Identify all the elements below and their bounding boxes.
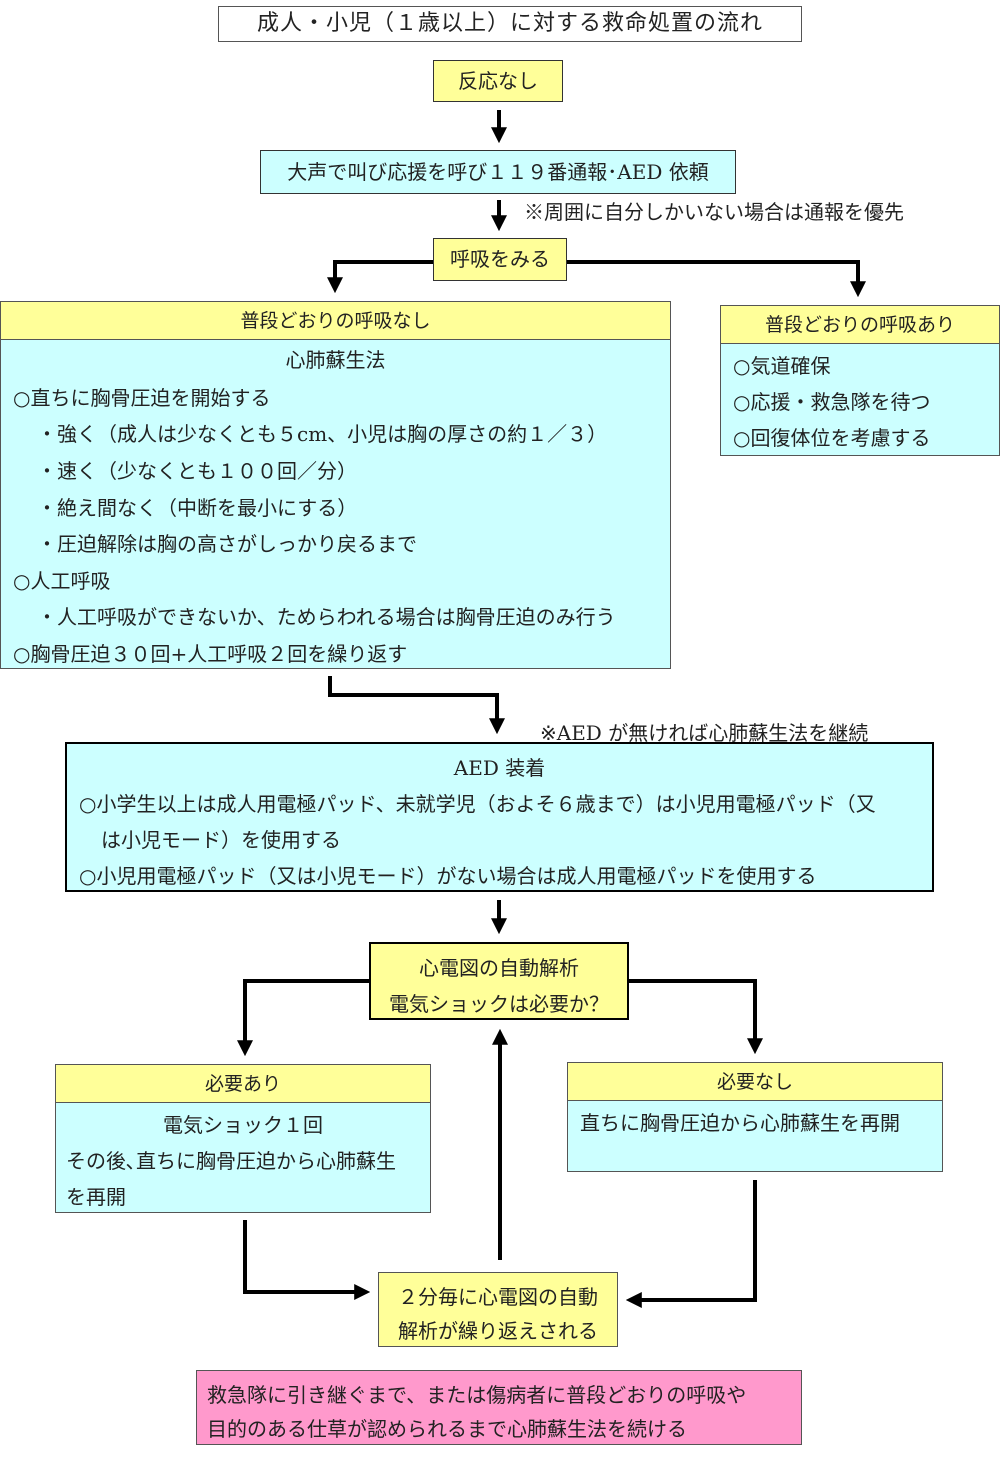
no-normal-breathing-box: 普段どおりの呼吸なし 心肺蘇生法 ○直ちに胸骨圧迫を開始する ・強く（成人は少な…	[0, 301, 671, 669]
cpr-line: ・人工呼吸ができないか、ためらわれる場合は胸骨圧迫のみ行う	[37, 605, 616, 629]
analysis-line: 電気ショックは必要か？	[389, 992, 609, 1016]
arrow-analysis-to-shock	[237, 979, 369, 1057]
aed-line: は小児モード）を使用する	[101, 828, 341, 852]
call-help-box: 大声で叫び応援を呼び１１９番通報･AED 依頼	[260, 150, 736, 194]
arrow-check-to-breathing	[567, 260, 866, 298]
shock-needed-line: を再開	[66, 1185, 126, 1209]
repeat-line: ２分毎に心電図の自動	[398, 1285, 598, 1309]
no-normal-breathing-header: 普段どおりの呼吸なし	[1, 302, 670, 340]
continue-line: 目的のある仕草が認められるまで心肺蘇生法を続ける	[207, 1417, 687, 1441]
shock-needed-box: 必要あり 電気ショック１回 その後､直ちに胸骨圧迫から心肺蘇生 を再開	[55, 1064, 431, 1213]
cpr-subtitle: 心肺蘇生法	[285, 348, 386, 372]
arrow-analysis-to-no-shock	[629, 979, 763, 1055]
arrow-shock-to-repeat	[243, 1220, 371, 1300]
analysis-line: 心電図の自動解析	[419, 956, 579, 980]
aed-title: AED 装着	[453, 756, 546, 780]
normal-breathing-line: ○応援・救急隊を待つ	[733, 390, 931, 414]
cpr-line: ・強く（成人は少なくとも５cm、小児は胸の厚さの約１／３）	[37, 422, 608, 446]
normal-breathing-box: 普段どおりの呼吸あり ○気道確保 ○応援・救急隊を待つ ○回復体位を考慮する	[720, 305, 1000, 456]
cpr-line: ・絶え間なく（中断を最小にする）	[37, 496, 358, 520]
shock-not-needed-box: 必要なし 直ちに胸骨圧迫から心肺蘇生を再開	[567, 1062, 943, 1172]
repeat-line: 解析が繰り返えされる	[398, 1319, 598, 1343]
aed-line: ○小学生以上は成人用電極パッド、未就学児（およそ６歳まで）は小児用電極パッド（又	[79, 792, 876, 816]
shock-needed-line: その後､直ちに胸骨圧迫から心肺蘇生	[66, 1149, 396, 1173]
analysis-box: 心電図の自動解析 電気ショックは必要か？	[369, 942, 629, 1020]
normal-breathing-header: 普段どおりの呼吸あり	[721, 306, 999, 344]
page-title: 成人・小児（１歳以上）に対する救命処置の流れ	[218, 6, 802, 42]
shock-not-needed-header: 必要なし	[568, 1063, 942, 1101]
arrow-cpr-to-aed	[328, 676, 505, 735]
cpr-line: ○胸骨圧迫３０回+人工呼吸２回を繰り返す	[13, 642, 408, 666]
check-breathing-box: 呼吸をみる	[433, 238, 567, 281]
aed-box: AED 装着 ○小学生以上は成人用電極パッド、未就学児（およそ６歳まで）は小児用…	[65, 742, 934, 892]
note-no-aed: ※AED が無ければ心肺蘇生法を継続	[540, 721, 869, 745]
cpr-line: ○人工呼吸	[13, 569, 111, 593]
shock-needed-line: 電気ショック１回	[163, 1113, 323, 1137]
note-alone: ※周囲に自分しかいない場合は通報を優先	[524, 200, 904, 224]
no-response-box: 反応なし	[433, 60, 563, 102]
continue-line: 救急隊に引き継ぐまで、または傷病者に普段どおりの呼吸や	[207, 1383, 747, 1407]
cpr-line: ・圧迫解除は胸の高さがしっかり戻るまで	[37, 532, 417, 556]
arrow-no-shock-to-repeat	[625, 1180, 757, 1308]
cpr-line: ・速く（少なくとも１００回／分）	[37, 459, 357, 483]
shock-not-needed-line: 直ちに胸骨圧迫から心肺蘇生を再開	[580, 1111, 900, 1135]
shock-needed-header: 必要あり	[56, 1065, 430, 1103]
continue-cpr-box: 救急隊に引き継ぐまで、または傷病者に普段どおりの呼吸や 目的のある仕草が認められ…	[196, 1370, 802, 1445]
normal-breathing-line: ○回復体位を考慮する	[733, 426, 931, 450]
repeat-analysis-box: ２分毎に心電図の自動 解析が繰り返えされる	[378, 1272, 618, 1347]
normal-breathing-line: ○気道確保	[733, 354, 831, 378]
cpr-line: ○直ちに胸骨圧迫を開始する	[13, 386, 271, 410]
arrow-check-to-no-breathing	[327, 260, 433, 294]
aed-line: ○小児用電極パッド（又は小児モード）がない場合は成人用電極パッドを使用する	[79, 864, 817, 888]
